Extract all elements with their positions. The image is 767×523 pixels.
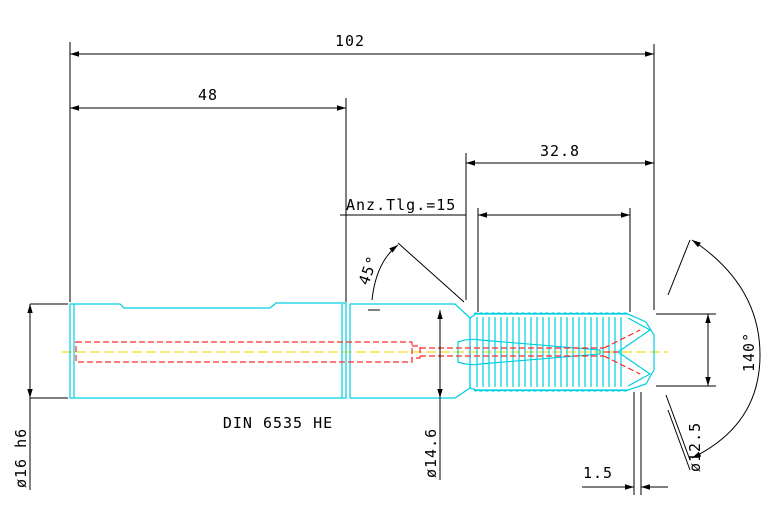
shank-length-label: 48 [198,86,218,104]
neck-diameter-label: ø14.6 [422,428,440,478]
coolant-bore [75,329,641,375]
overall-length-label: 102 [335,32,365,50]
thread-cutter [457,312,655,392]
chamfer-angle-label: 45° [355,253,382,287]
tip-offset-label: 1.5 [583,464,613,482]
thread-length-label: 32.8 [540,142,580,160]
dimension-lines [27,51,761,490]
shank-outline [69,302,351,399]
shank-diameter-label: ø16 h6 [12,428,30,488]
extension-lines [30,42,716,495]
tip-diameter-label: ø12.5 [686,422,704,472]
neck-outline [350,303,471,399]
standard-label: DIN 6535 HE [223,414,333,432]
tooth-count-label: Anz.Tlg.=15 [346,196,456,214]
point-angle-label: 140° [740,332,758,372]
